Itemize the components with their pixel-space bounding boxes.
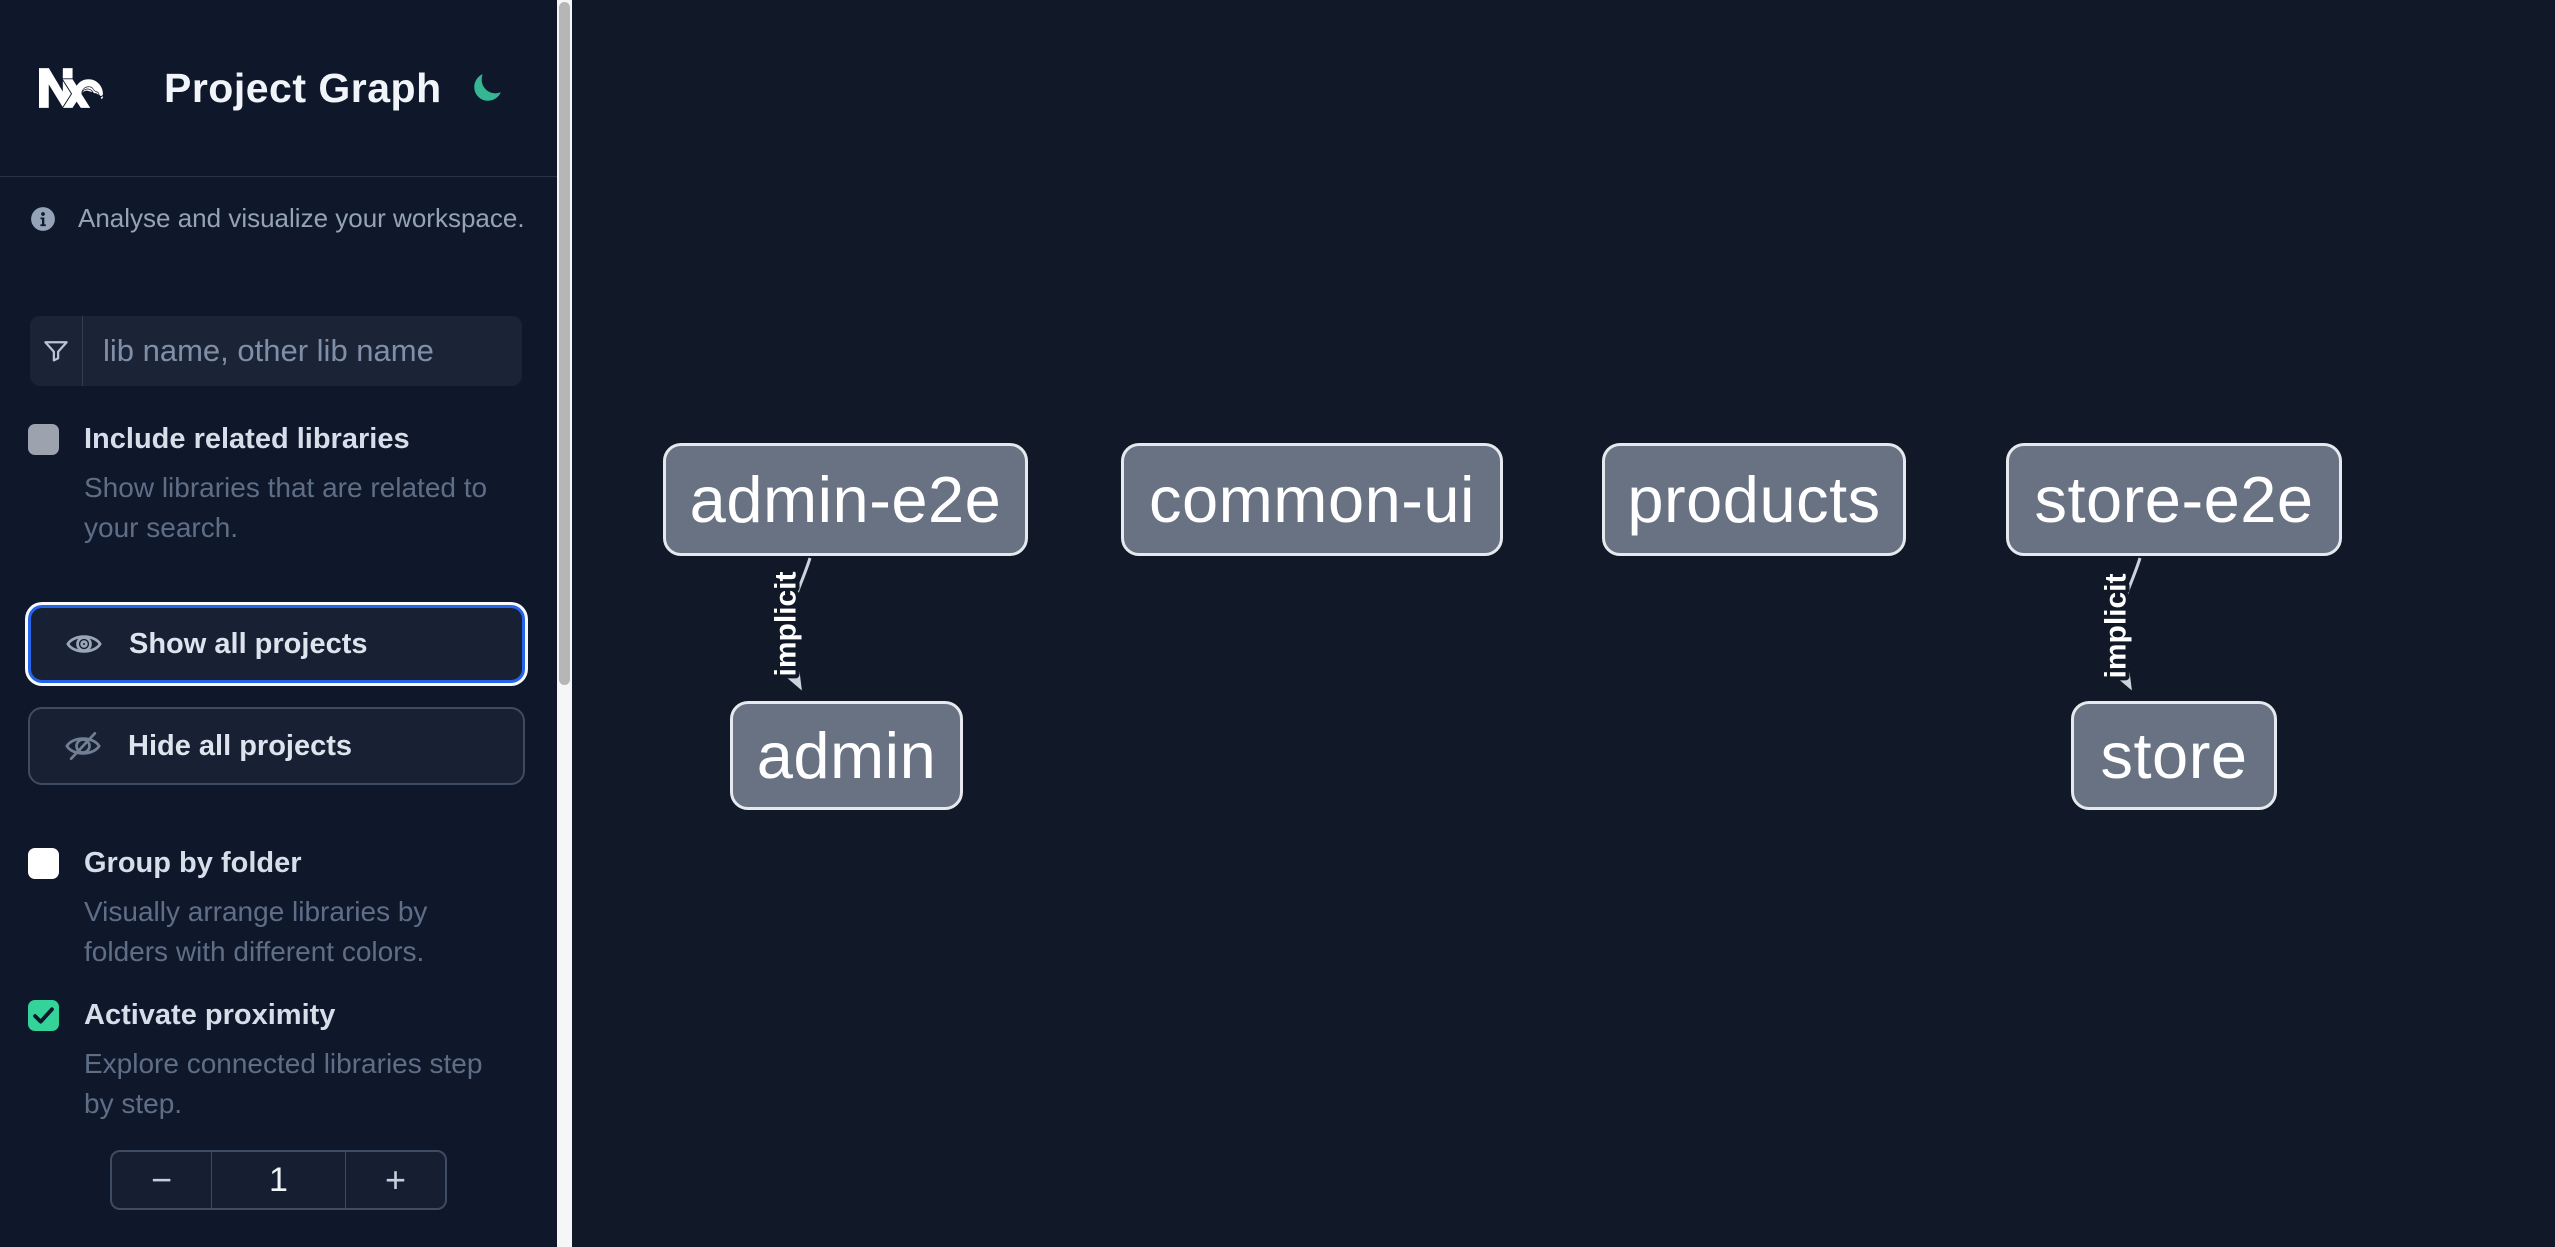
show-all-projects-label: Show all projects	[129, 627, 368, 660]
filter-box	[30, 316, 522, 386]
proximity-depth-stepper: − 1 +	[110, 1150, 447, 1210]
hide-all-projects-button[interactable]: Hide all projects	[28, 707, 525, 785]
graph-node-store-e2e[interactable]: store-e2e	[2006, 443, 2342, 556]
theme-toggle-moon-icon[interactable]	[470, 70, 504, 106]
show-all-projects-button[interactable]: Show all projects	[28, 605, 525, 683]
sidebar-scrollbar[interactable]	[557, 0, 572, 1247]
activate-proximity-label: Activate proximity	[84, 999, 336, 1031]
funnel-icon	[44, 341, 68, 362]
project-graph-canvas[interactable]: implicit implicit admin-e2e common-ui produ…	[572, 0, 2555, 1247]
graph-edges-layer: implicit implicit	[766, 557, 2142, 691]
page-title: Project Graph	[164, 64, 442, 111]
graph-node-store[interactable]: store	[2071, 701, 2277, 810]
graph-node-common-ui[interactable]: common-ui	[1121, 443, 1503, 556]
decrement-button[interactable]: −	[150, 1159, 173, 1200]
increment-button[interactable]: +	[384, 1159, 407, 1200]
sidebar: Project Graph Analyse and visualize your…	[0, 0, 557, 1247]
include-related-description: Show libraries that are related to your …	[84, 472, 488, 543]
sidebar-header: Project Graph	[0, 0, 557, 177]
edge-label-1: implicit	[2100, 573, 2133, 678]
include-related-checkbox[interactable]	[28, 424, 59, 455]
hide-all-projects-label: Hide all projects	[128, 729, 353, 762]
eye-icon	[66, 635, 102, 653]
option-include-related-libraries: Include related libraries Show libraries…	[28, 423, 528, 548]
graph-edge-1[interactable]	[2116, 557, 2142, 691]
nx-logo-icon	[39, 68, 104, 108]
option-group-by-folder: Group by folder Visually arrange librari…	[28, 847, 528, 972]
group-by-folder-description: Visually arrange libraries by folders wi…	[84, 896, 428, 967]
scrollbar-thumb[interactable]	[559, 2, 570, 685]
workspace-tagline-row: Analyse and visualize your workspace.	[30, 203, 525, 234]
filter-input[interactable]	[83, 316, 522, 386]
option-activate-proximity: Activate proximity Explore connected lib…	[28, 999, 528, 1124]
group-by-folder-label: Group by folder	[84, 847, 302, 879]
eye-off-icon	[65, 731, 101, 761]
graph-node-products[interactable]: products	[1602, 443, 1906, 556]
include-related-label: Include related libraries	[84, 423, 410, 455]
edge-label-0: implicit	[770, 571, 803, 676]
graph-edge-0[interactable]	[786, 557, 812, 691]
filter-icon-cell	[30, 316, 83, 386]
activate-proximity-description: Explore connected libraries step by step…	[84, 1048, 483, 1119]
graph-node-admin[interactable]: admin	[730, 701, 963, 810]
info-icon	[31, 206, 55, 231]
group-by-folder-checkbox[interactable]	[28, 848, 59, 879]
activate-proximity-checkbox[interactable]	[28, 1000, 59, 1031]
proximity-depth-value: 1	[211, 1152, 346, 1208]
workspace-tagline: Analyse and visualize your workspace.	[78, 203, 525, 233]
checkmark-icon	[33, 1007, 54, 1024]
graph-node-admin-e2e[interactable]: admin-e2e	[663, 443, 1028, 556]
